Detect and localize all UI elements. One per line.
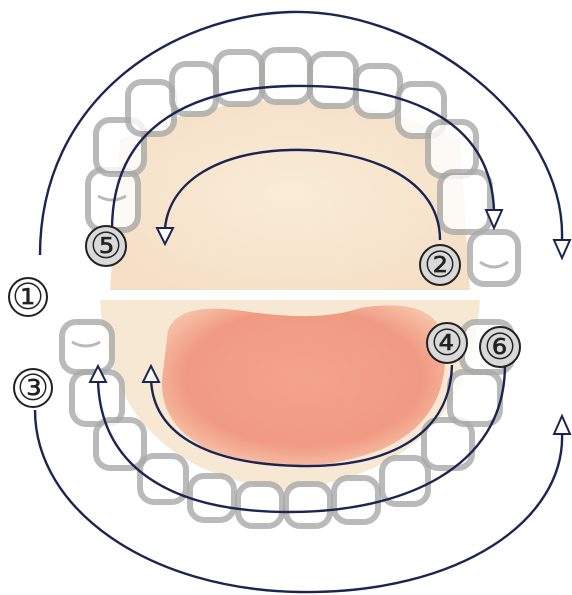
tooth [190,476,234,520]
tooth [424,420,472,468]
label-1: ① [9,277,47,318]
label-4: ④ [427,323,467,364]
label-5: ⑤ [86,226,126,267]
label-3-text: ③ [17,368,49,409]
tooth [128,82,174,134]
tooth [216,52,262,104]
label-4-text: ④ [431,323,463,364]
label-3: ③ [14,368,52,409]
arrow-icon [554,240,570,258]
tooth [286,484,330,526]
label-6: ⑥ [480,327,520,368]
tooth [172,64,216,114]
tooth [470,232,518,284]
tooth [450,372,500,424]
tooth [334,478,378,522]
label-1-text: ① [12,277,44,318]
label-2-text: ② [424,245,456,286]
tooth [238,484,282,526]
arrow-icon [554,416,570,434]
label-6-text: ⑥ [484,327,516,368]
label-5-text: ⑤ [90,226,122,267]
tooth [440,172,490,232]
tooth [382,458,428,504]
tooth [310,54,356,106]
tooth [96,420,144,468]
tooth [262,50,310,102]
tooth [428,122,476,176]
label-2: ② [420,245,460,286]
